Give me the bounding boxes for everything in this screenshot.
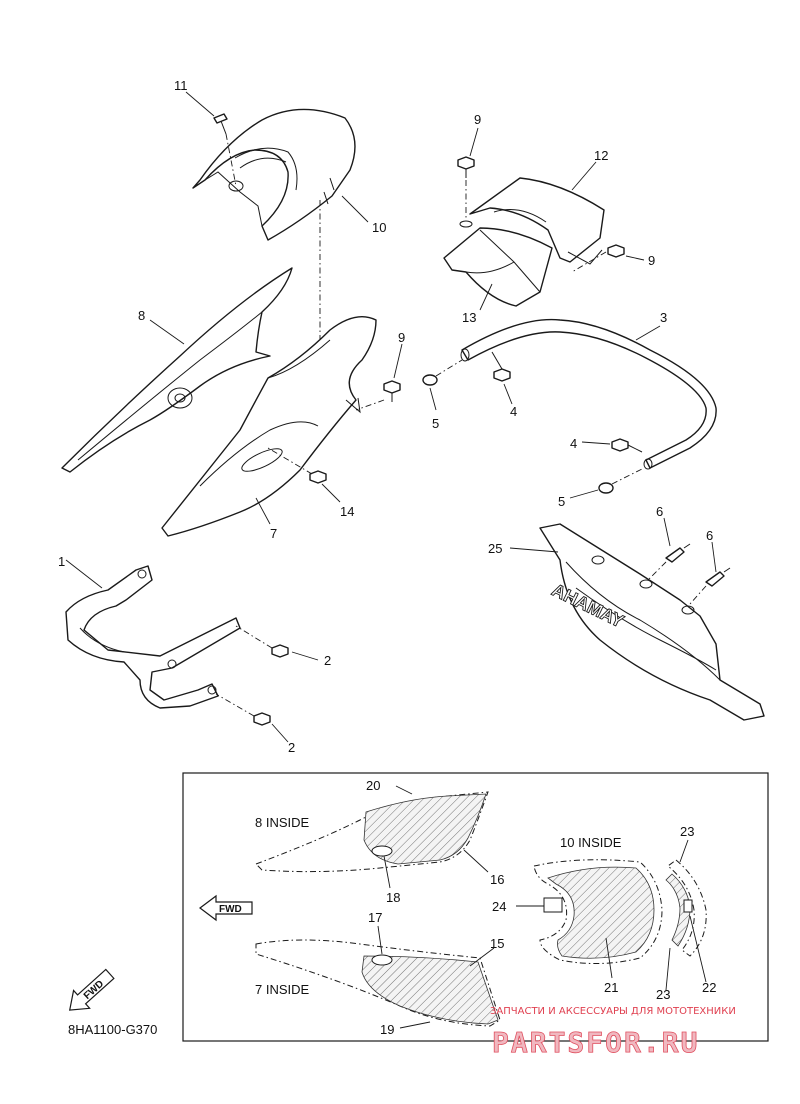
callout-23-upper: 23 — [680, 824, 694, 839]
inside-detail-inset: FWD 8 INSIDE 7 INSIDE 10 INSIDE 20 16 18… — [182, 772, 769, 1042]
bolt-part-4-upper — [491, 351, 511, 382]
callout-4-lower: 4 — [570, 436, 577, 451]
tail-cover-part-13 — [443, 227, 553, 307]
callout-15: 15 — [490, 936, 504, 951]
drawing-code: 8HA1100-G370 — [68, 1022, 157, 1037]
callout-13: 13 — [462, 310, 476, 325]
corner-fwd-arrow-icon: FWD — [68, 968, 115, 1011]
bolt-part-9-upper — [457, 156, 475, 178]
callout-22: 22 — [702, 980, 716, 995]
bolt-part-4-lower — [611, 438, 643, 453]
seat-cowl-part-10 — [192, 108, 356, 241]
callout-9-right: 9 — [648, 253, 655, 268]
callout-19: 19 — [380, 1022, 394, 1037]
bolt-part-2-lower — [253, 712, 271, 726]
bolt-part-2-upper — [271, 644, 289, 658]
mud-guard-part-25: YAMAHA — [539, 523, 765, 721]
callout-2-lower: 2 — [288, 740, 295, 755]
callout-17: 17 — [368, 910, 382, 925]
callout-7: 7 — [270, 526, 277, 541]
callout-24: 24 — [492, 899, 506, 914]
callout-23-lower: 23 — [656, 987, 670, 1002]
rivet-part-6-left — [665, 543, 691, 563]
fwd-arrow-icon: FWD — [199, 894, 253, 922]
bolt-part-14 — [309, 470, 327, 484]
bracket-part-1 — [65, 565, 241, 709]
callout-8: 8 — [138, 308, 145, 323]
side-cover-8-inside — [255, 791, 489, 873]
clip-part-22-23 — [665, 859, 707, 957]
label-10-inside: 10 INSIDE — [560, 835, 622, 850]
bolt-part-11 — [213, 113, 228, 135]
watermark-tagline: ЗАПЧАСТИ И АКСЕССУАРЫ ДЛЯ МОТОТЕХНИКИ — [490, 1006, 736, 1017]
side-cover-part-7 — [161, 316, 377, 537]
fwd-arrow-label: FWD — [219, 904, 242, 915]
callout-16: 16 — [490, 872, 504, 887]
callout-6-left: 6 — [656, 504, 663, 519]
cap-part-5-upper — [422, 374, 438, 386]
rivet-part-6-right — [705, 567, 731, 587]
callout-2-upper: 2 — [324, 653, 331, 668]
callout-20: 20 — [366, 778, 380, 793]
callout-14: 14 — [340, 504, 354, 519]
callout-21: 21 — [604, 980, 618, 995]
label-8-inside: 8 INSIDE — [255, 815, 310, 830]
callout-9-upper: 9 — [474, 112, 481, 127]
callout-6-right: 6 — [706, 528, 713, 543]
callout-18: 18 — [386, 890, 400, 905]
callout-9-left: 9 — [398, 330, 405, 345]
side-cover-part-8 — [61, 267, 293, 473]
grab-bar-part-3 — [460, 318, 717, 470]
callout-5-upper: 5 — [432, 416, 439, 431]
callout-10: 10 — [372, 220, 386, 235]
watermark-brand: PARTSFOR.RU — [492, 1026, 699, 1059]
bolt-part-9-right — [607, 244, 625, 258]
callout-1: 1 — [58, 554, 65, 569]
seat-cowl-10-inside — [533, 859, 663, 965]
callout-5-lower: 5 — [558, 494, 565, 509]
side-cover-7-inside — [255, 939, 501, 1027]
callout-11: 11 — [174, 78, 188, 93]
label-7-inside: 7 INSIDE — [255, 982, 310, 997]
callout-25: 25 — [488, 541, 502, 556]
tail-cover-part-12 — [469, 177, 605, 265]
bolt-part-9-left — [383, 380, 401, 402]
callout-4-upper: 4 — [510, 404, 517, 419]
callout-3: 3 — [660, 310, 667, 325]
callout-12: 12 — [594, 148, 608, 163]
watermark: ЗАПЧАСТИ И АКСЕССУАРЫ ДЛЯ МОТОТЕХНИКИ PA… — [490, 1006, 736, 1059]
cap-part-5-lower — [598, 482, 614, 494]
